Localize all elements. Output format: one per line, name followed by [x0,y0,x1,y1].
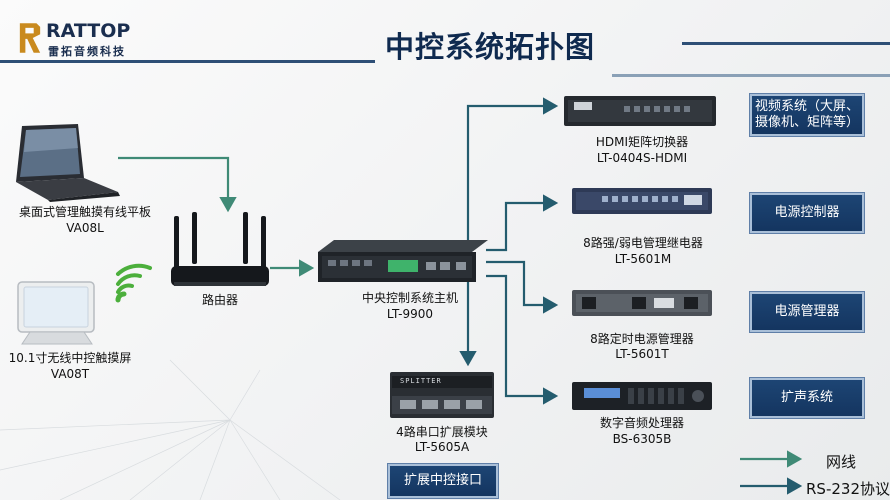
logo-subtitle: 雷拓音频科技 [48,45,126,58]
video-system-box: 视频系统（大屏、摄像机、矩阵等） [750,94,864,136]
wireless-panel-name: 10.1寸无线中控触摸屏 [8,351,132,365]
title-rule-right-thin [612,74,890,77]
expand-interface-label: 扩展中控接口 [403,473,482,488]
power-manager-icon [572,290,712,316]
legend-network-label: 网线 [826,453,857,471]
line-host-to-hdmi [466,97,559,244]
title-rule-right [682,42,890,45]
expander-face-text: SPLITTER [400,377,442,385]
wireless-panel-model: VA08T [50,367,90,381]
expander-model: LT-5605A [414,440,470,454]
serial-expander-icon [390,372,494,418]
dsp-name: 数字音频处理器 [599,416,684,430]
logo-brand: RATTOP [46,20,131,42]
power-manager-name: 8路定时电源管理器 [590,332,694,346]
desktop-tablet-icon [16,124,120,202]
hdmi-matrix-name: HDMI矩阵切换器 [595,135,689,149]
relay-name: 8路强/弱电管理继电器 [583,236,703,250]
power-manager-box-label: 电源管理器 [774,304,840,319]
router-icon [171,212,269,286]
power-control-box: 电源控制器 [750,193,864,233]
logo-icon [19,23,41,53]
legend-rs232-label: RS-232协议 [806,480,890,498]
dsp-model: BS-6305B [612,432,672,446]
audio-system-label: 扩声系统 [780,390,833,405]
audio-processor-icon [572,382,712,410]
line-host-to-dsp [486,274,559,405]
hdmi-matrix-icon [564,96,716,126]
relay-icon [572,188,712,214]
wifi-icon [115,263,152,303]
power-manager-model: LT-5601T [615,347,669,361]
line-host-to-powermgr [486,260,559,314]
line-host-to-relay [486,194,559,252]
power-control-label: 电源控制器 [774,205,840,220]
expander-name: 4路串口扩展模块 [396,425,488,439]
tablet-model: VA08L [66,221,104,235]
host-model: LT-9900 [386,307,434,321]
wireless-touch-panel-icon [17,281,95,345]
audio-system-box: 扩声系统 [750,378,864,418]
page-title: 中控系统拓扑图 [385,30,596,64]
line-tablet-to-router [118,156,237,213]
router-name: 路由器 [201,293,238,307]
hdmi-matrix-model: LT-0404S-HDMI [596,151,688,165]
power-manager-box: 电源管理器 [750,292,864,332]
tablet-name: 桌面式管理触摸有线平板 [18,205,151,219]
title-underline [0,60,375,63]
video-system-label: 视频系统（大屏、摄像机、矩阵等） [754,99,859,130]
relay-model: LT-5601M [614,252,672,266]
host-name: 中央控制系统主机 [361,291,458,305]
control-host-icon [318,240,488,282]
expand-interface-box: 扩展中控接口 [388,464,498,498]
